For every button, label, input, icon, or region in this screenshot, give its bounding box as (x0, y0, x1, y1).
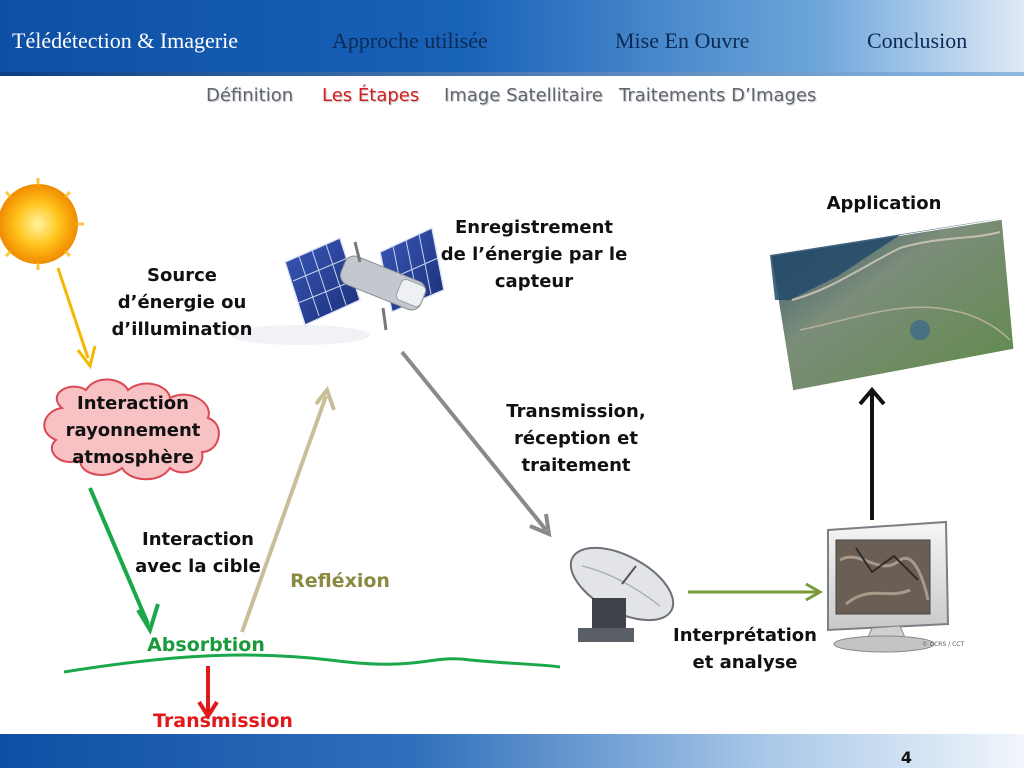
ground-line (63, 653, 561, 674)
label-reflexion: Refléxion (290, 570, 390, 592)
label-interpretation-line1: Interprétation (673, 625, 817, 646)
label-interaction-atm-line3: atmosphère (72, 447, 194, 468)
label-interaction-atmosphere: Interaction rayonnement atmosphère (58, 390, 208, 471)
footer-bar (0, 734, 1024, 768)
cloud-shape (43, 378, 220, 481)
label-absorbtion: Absorbtion (147, 634, 265, 656)
label-transmission-reception-line1: Transmission, (506, 401, 646, 422)
label-source-line2: d’énergie ou (117, 292, 247, 313)
sun-icon (0, 178, 84, 270)
label-enregistrement-line3: capteur (494, 271, 574, 292)
arrow-transmission-down (197, 666, 219, 720)
arrow-reflexion (240, 385, 336, 633)
label-transmission-reception-line2: réception et (514, 428, 638, 449)
nav-tab-teledetection[interactable]: Télédétection & Imagerie (12, 28, 238, 53)
label-interpretation: Interprétation et analyse (668, 622, 822, 676)
arrow-antenna-to-monitor (688, 582, 824, 602)
label-enregistrement-line2: de l’énergie par le (440, 244, 628, 265)
subnav-definition[interactable]: Définition (206, 85, 294, 106)
label-transmission-reception: Transmission, réception et traitement (496, 398, 656, 479)
label-enregistrement: Enregistrement de l’énergie par le capte… (434, 214, 634, 295)
label-enregistrement-line1: Enregistrement (454, 217, 614, 238)
label-application: Application (826, 193, 942, 214)
label-interaction-cible-line2: avec la cible (135, 556, 261, 577)
subnav-traitements[interactable]: Traitements D’Images (619, 85, 817, 106)
antenna-icon (569, 546, 675, 642)
label-interpretation-line2: et analyse (692, 652, 798, 673)
header-bar (0, 0, 1024, 76)
subnav-les-etapes[interactable]: Les Étapes (322, 85, 420, 106)
arrow-atmosphere-to-target (88, 487, 160, 635)
arrow-monitor-to-application (858, 386, 886, 520)
nav-tab-mise-en-ouvre[interactable]: Mise En Ouvre (615, 28, 750, 53)
arrow-sun-to-atmosphere (56, 267, 97, 370)
label-source: Source d’énergie ou d’illumination (107, 262, 257, 343)
label-transmission-ground: Transmission (153, 710, 293, 732)
nav-tab-approche[interactable]: Approche utilisée (332, 28, 488, 53)
label-interaction-atm-line1: Interaction (77, 393, 189, 414)
page-number: 4 (900, 748, 912, 767)
arrow-satellite-to-antenna (400, 350, 552, 538)
monitor-icon (827, 520, 950, 653)
satellite-map-image (768, 216, 1017, 394)
nav-tab-conclusion[interactable]: Conclusion (867, 28, 968, 53)
label-source-line3: d’illumination (111, 319, 253, 340)
label-interaction-cible: Interaction avec la cible (128, 526, 268, 580)
label-interaction-cible-line1: Interaction (142, 529, 254, 550)
label-transmission-reception-line3: traitement (521, 455, 631, 476)
satellite-icon (230, 226, 445, 345)
subnav-image-satellitaire[interactable]: Image Satellitaire (444, 85, 603, 106)
label-interaction-atm-line2: rayonnement (65, 420, 201, 441)
monitor-credit: © CCRS / CCT (922, 641, 965, 648)
label-source-line1: Source (147, 265, 217, 286)
